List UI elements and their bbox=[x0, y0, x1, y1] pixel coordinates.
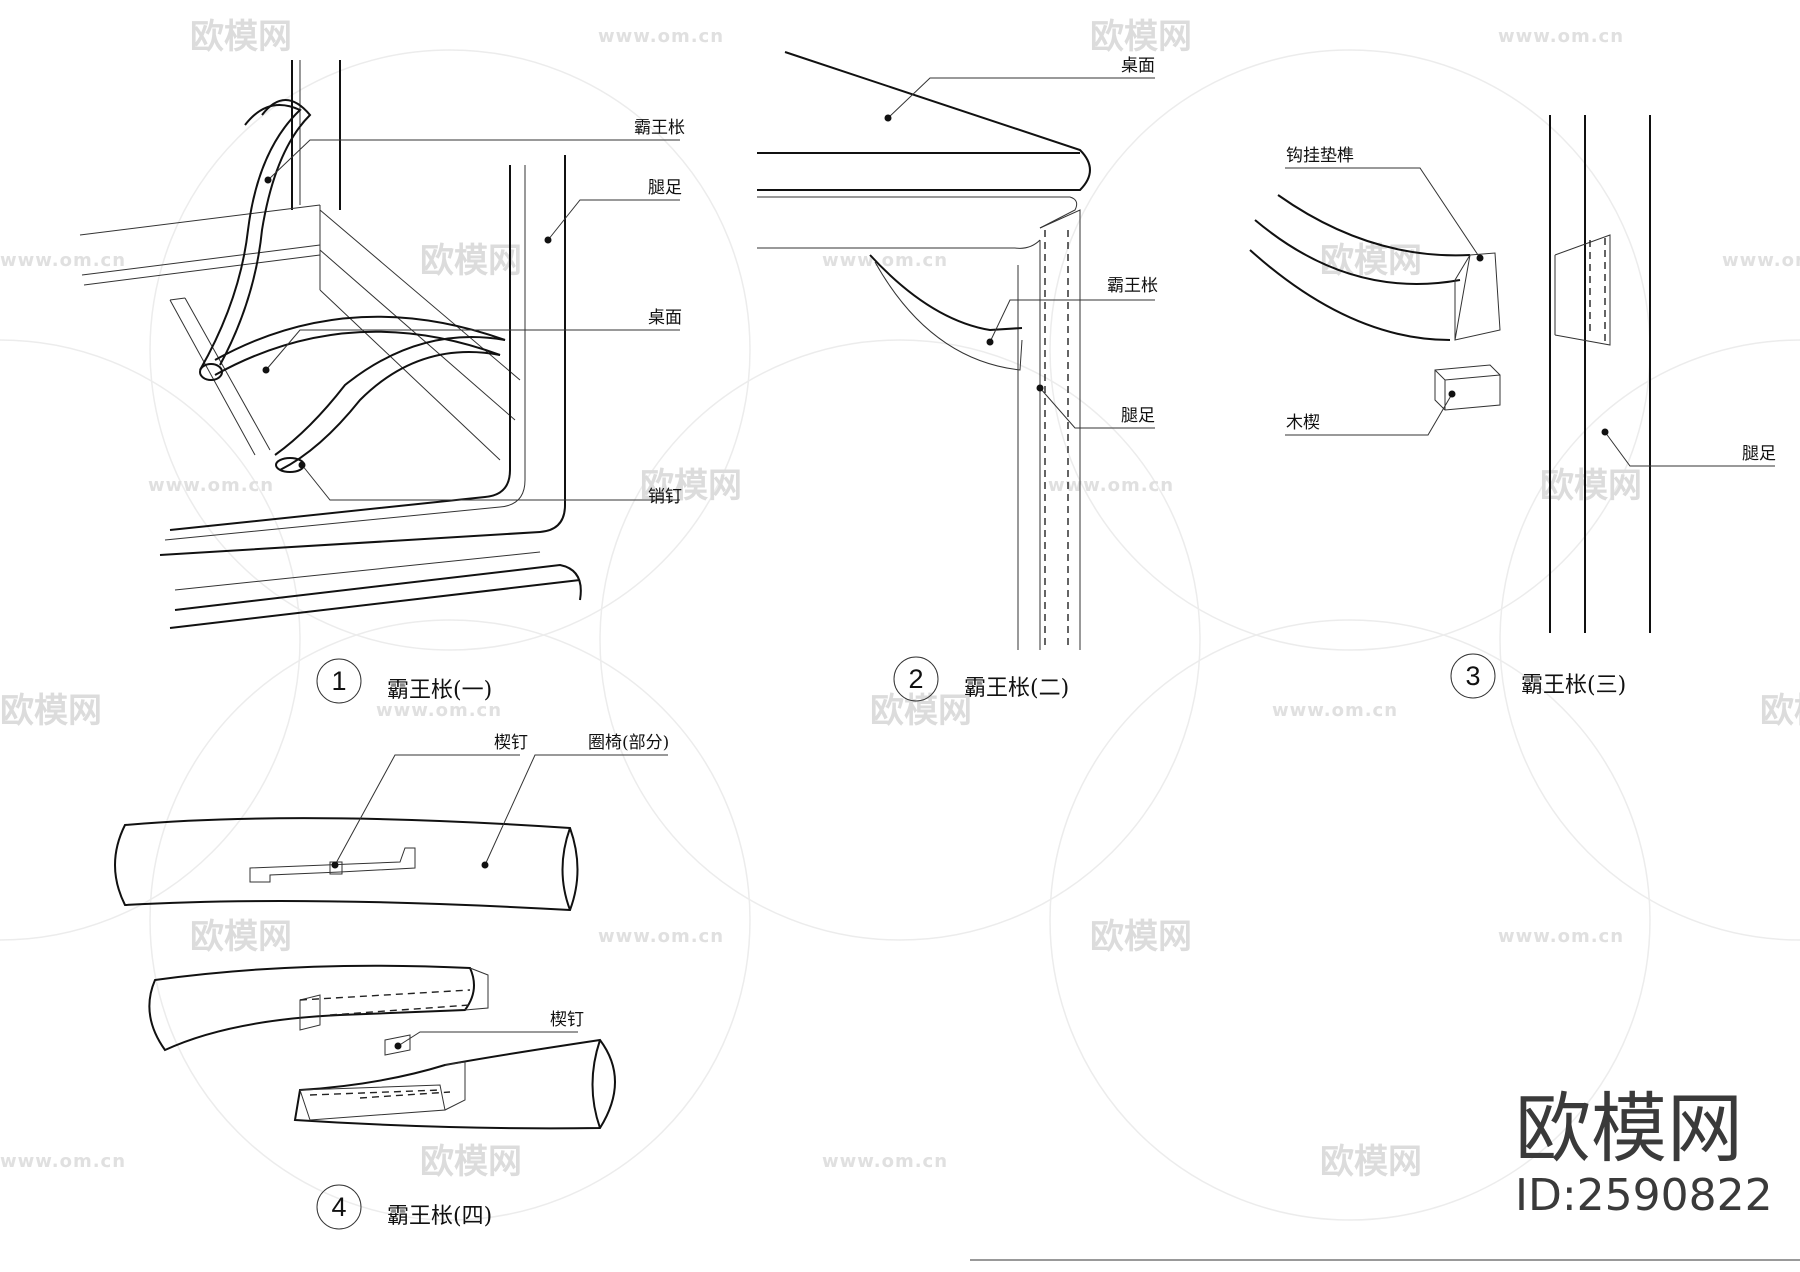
label-tuizu: 腿足 bbox=[1742, 444, 1776, 464]
watermark-url: www.om.cn bbox=[1272, 700, 1398, 721]
diagram-number-circle bbox=[316, 1184, 362, 1230]
diagram-number: 1 bbox=[331, 666, 346, 696]
diagram-1: 霸王枨 腿足 桌面 销钉 1 霸王枨(一) bbox=[79, 60, 685, 704]
label-bawangcheng: 霸王枨 bbox=[634, 118, 685, 138]
watermark-url: www.om.cn bbox=[0, 1151, 126, 1172]
tabletop bbox=[757, 51, 1091, 191]
curved-brace bbox=[869, 254, 1023, 332]
label-xieding: 楔钉 bbox=[550, 1010, 584, 1030]
diagram-title: 霸王枨(三) bbox=[1521, 673, 1626, 698]
watermark-brand: 欧模网 bbox=[640, 466, 742, 506]
diagram-3: 钩挂垫榫 木楔 腿足 3 霸王枨(三) bbox=[1249, 115, 1776, 699]
label-zhuomian: 桌面 bbox=[1121, 56, 1155, 76]
watermark-url: www.om.cn bbox=[0, 250, 126, 271]
diagram-number-circle bbox=[893, 656, 939, 702]
watermark-url: www.om.cn bbox=[1498, 926, 1624, 947]
watermark-url: www.om.cn bbox=[1498, 26, 1624, 47]
bawangcheng-stretcher bbox=[219, 99, 312, 366]
diagram-title: 霸王枨(四) bbox=[387, 1204, 492, 1229]
watermark-url: www.om.cn bbox=[822, 1151, 948, 1172]
watermark-url: www.om.cn bbox=[1722, 250, 1800, 271]
watermark-arcs bbox=[0, 49, 1800, 1221]
label-zhuomian: 桌面 bbox=[648, 308, 682, 328]
brand-mark: 欧模网 ID:2590822 bbox=[1515, 1084, 1773, 1221]
watermark-url: www.om.cn bbox=[148, 475, 274, 496]
diagram-number-circle bbox=[316, 658, 362, 704]
diagram-number-circle bbox=[1450, 653, 1496, 699]
curved-stretcher bbox=[1277, 194, 1471, 257]
watermark-brand: 欧模网 bbox=[190, 17, 292, 57]
leg bbox=[1549, 115, 1651, 633]
base-molding bbox=[169, 563, 582, 629]
watermark-brand: 欧模网 bbox=[420, 241, 522, 281]
watermark-layer: 欧模网 欧模网 欧模网 欧模网 欧模网 欧模网 欧模网 欧模网 欧模网 欧模网 … bbox=[0, 17, 1800, 1221]
label-xieding: 楔钉 bbox=[494, 733, 528, 753]
front-leg bbox=[159, 155, 566, 556]
split-half-top bbox=[148, 964, 475, 1052]
watermark-brand: 欧模网 bbox=[190, 917, 292, 957]
watermark-brand: 欧模网 bbox=[1320, 241, 1422, 281]
watermark-url: www.om.cn bbox=[376, 700, 502, 721]
tenon-block bbox=[1454, 252, 1501, 341]
left-rail bbox=[79, 204, 321, 286]
wedge-block bbox=[1434, 364, 1501, 411]
label-quanyi: 圈椅(部分) bbox=[588, 733, 669, 753]
split-half-bottom bbox=[293, 1038, 616, 1130]
label-xiaoding: 销钉 bbox=[648, 487, 682, 507]
diagram-title: 霸王枨(二) bbox=[964, 676, 1069, 701]
label-bawangcheng: 霸王枨 bbox=[1107, 276, 1158, 296]
watermark-brand: 欧模网 bbox=[1540, 466, 1642, 506]
diagram-number: 3 bbox=[1465, 661, 1480, 691]
diagram-4: 楔钉 圈椅(部分) 楔钉 4 霸王枨(四) bbox=[114, 733, 669, 1230]
watermark-url: www.om.cn bbox=[822, 250, 948, 271]
watermark-brand: 欧模网 bbox=[1760, 691, 1800, 731]
diagram-number: 4 bbox=[331, 1192, 346, 1222]
watermark-url: www.om.cn bbox=[598, 926, 724, 947]
back-post bbox=[291, 60, 341, 210]
brand-name: 欧模网 bbox=[1515, 1084, 1743, 1173]
watermark-brand: 欧模网 bbox=[1320, 1142, 1422, 1182]
cross-rail bbox=[169, 297, 271, 456]
wedge-pin bbox=[384, 1034, 411, 1056]
leg bbox=[1039, 209, 1081, 650]
label-tuizu: 腿足 bbox=[648, 178, 682, 198]
diagram-number: 2 bbox=[908, 664, 923, 694]
label-gougua: 钩挂垫榫 bbox=[1286, 146, 1354, 166]
watermark-brand: 欧模网 bbox=[870, 691, 972, 731]
watermark-brand: 欧模网 bbox=[1090, 17, 1192, 57]
brand-id: ID:2590822 bbox=[1515, 1170, 1773, 1221]
watermark-brand: 欧模网 bbox=[1090, 917, 1192, 957]
label-muxie: 木楔 bbox=[1286, 413, 1320, 433]
watermark-url: www.om.cn bbox=[598, 26, 724, 47]
diagram-title: 霸王枨(一) bbox=[387, 678, 492, 703]
label-tuizu: 腿足 bbox=[1121, 406, 1155, 426]
diagram-2: 桌面 霸王枨 腿足 2 霸王枨(二) bbox=[757, 51, 1158, 702]
watermark-brand: 欧模网 bbox=[0, 691, 102, 731]
watermark-brand: 欧模网 bbox=[420, 1142, 522, 1182]
watermark-url: www.om.cn bbox=[1048, 475, 1174, 496]
